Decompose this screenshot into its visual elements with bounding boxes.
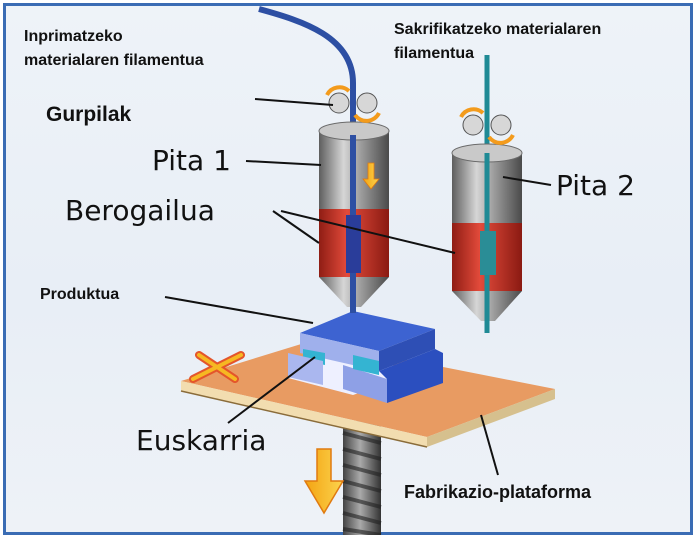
printer-illustration bbox=[164, 6, 555, 535]
leader-lines bbox=[164, 98, 552, 476]
label-wheels: Gurpilak bbox=[46, 103, 132, 126]
label-print-filament-line1: Inprimatzeko bbox=[24, 28, 123, 45]
label-nozzle-1: Pita 1 bbox=[152, 144, 231, 177]
printed-object bbox=[288, 311, 443, 403]
label-nozzle-2: Pita 2 bbox=[556, 169, 635, 202]
label-platform: Fabrikazio-plataforma bbox=[404, 482, 592, 502]
nozzle-1 bbox=[258, 6, 390, 313]
label-heater: Berogailua bbox=[65, 194, 215, 227]
roller-icon bbox=[459, 107, 515, 145]
nozzle-2 bbox=[451, 55, 523, 333]
arrow-down-icon bbox=[303, 448, 345, 515]
label-sacrificial-filament-line1: Sakrifikatzeko materialaren bbox=[394, 21, 602, 38]
label-support: Euskarria bbox=[136, 424, 267, 457]
roller-icon bbox=[325, 85, 381, 123]
diagram-canvas: Inprimatzeko materialaren filamentua Sak… bbox=[3, 3, 693, 535]
label-print-filament-line2: materialaren filamentua bbox=[24, 52, 204, 69]
x-mark-icon bbox=[189, 351, 245, 383]
label-sacrificial-filament-line2: filamentua bbox=[394, 45, 475, 62]
label-product: Produktua bbox=[40, 286, 120, 303]
threaded-rod bbox=[342, 421, 382, 535]
